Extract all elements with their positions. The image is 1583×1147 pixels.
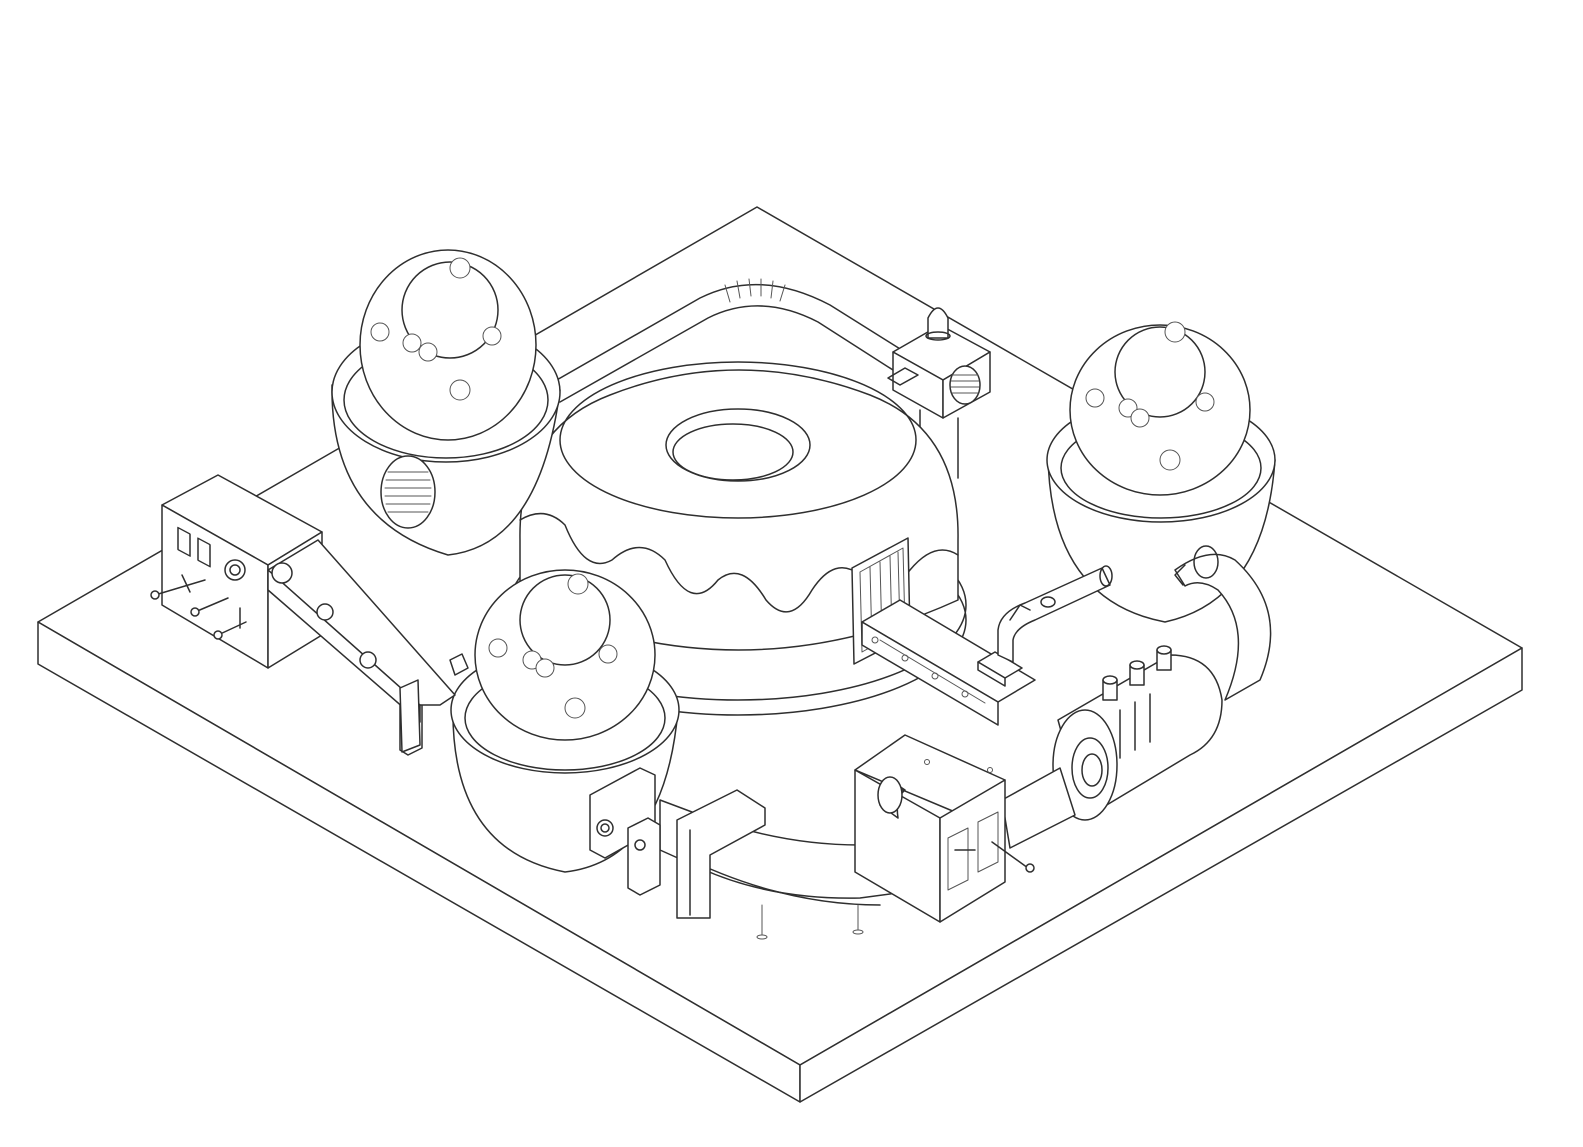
back-pipe — [547, 278, 906, 403]
junction-box — [854, 734, 1035, 923]
conveyor-belt — [861, 599, 1036, 726]
motor-knobs — [1102, 645, 1172, 701]
articulated-arm — [267, 539, 469, 753]
clamp-pieces — [399, 676, 766, 919]
bowl-front — [450, 569, 680, 873]
bowl-top-left — [331, 249, 561, 556]
bowl-top-right — [1046, 321, 1276, 623]
motor-cylinder — [1052, 645, 1223, 821]
light-box — [887, 307, 991, 479]
control-levers — [150, 574, 247, 640]
valve-pipe — [997, 565, 1113, 663]
right-pipe — [1174, 545, 1272, 701]
